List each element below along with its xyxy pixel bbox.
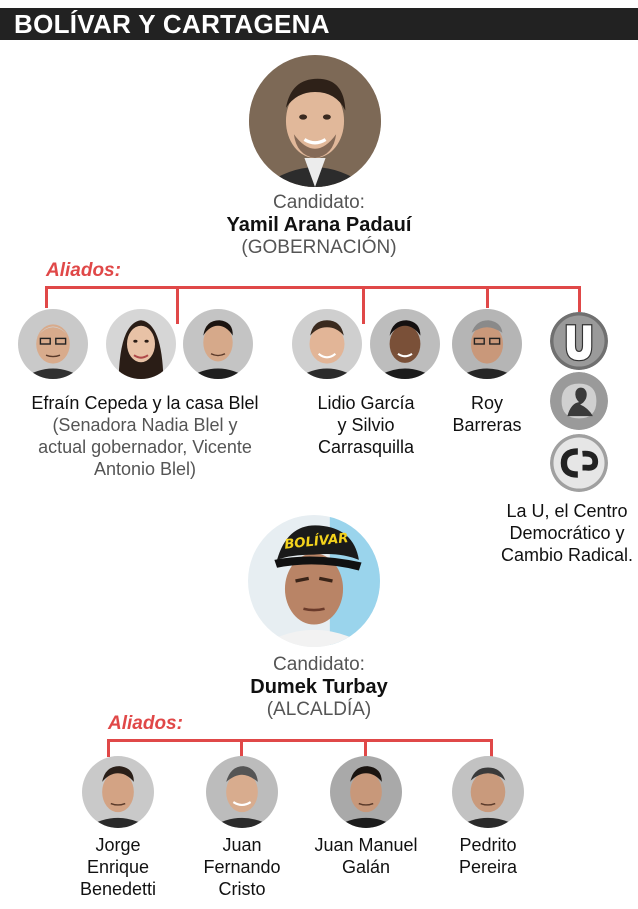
ally-caption-pedrito-pereira: Pedrito Pereira: [458, 835, 518, 877]
governor-connector-drop: [45, 286, 48, 308]
governor-candidate-office: (GOBERNACIÓN): [241, 237, 397, 258]
ally-photo-pedrito-pereira: [452, 756, 524, 828]
ally-photo-jorge-benedetti: [82, 756, 154, 828]
mayor-connector-drop: [107, 739, 110, 757]
ally-photo-lidio-garcia: [292, 309, 362, 379]
governor-connector-horizontal: [45, 286, 581, 289]
governor-allies-label: Aliados:: [46, 260, 121, 281]
ally-photo-roy-barreras: [452, 309, 522, 379]
mayor-connector-horizontal: [107, 739, 493, 742]
ally-caption-lidio-garcia: Lidio García y Silvio Carrasquilla: [317, 393, 415, 457]
section-title: BOLÍVAR Y CARTAGENA: [14, 9, 330, 39]
governor-connector-drop: [176, 286, 179, 324]
section-banner: BOLÍVAR Y CARTAGENA: [0, 8, 638, 40]
candidate-photo-yamil-arana: [249, 55, 381, 187]
ally-photo-nadia-blel: [106, 309, 176, 379]
mayor-connector-drop: [490, 739, 493, 757]
ally-caption-juan-fernando-cristo: Juan Fernando Cristo: [203, 835, 281, 899]
ally-caption-jorge-benedetti: Jorge Enrique Benedetti: [79, 835, 157, 899]
ally-caption-juan-manuel-galan: Juan Manuel Galán: [314, 835, 418, 877]
governor-connector-drop: [486, 286, 489, 308]
mayor-allies-label: Aliados:: [108, 713, 183, 734]
ally-photo-juan-fernando-cristo: [206, 756, 278, 828]
mayor-connector-drop: [364, 739, 367, 757]
cambio-radical-logo-icon: [550, 434, 608, 492]
mayor-connector-drop: [240, 739, 243, 757]
ally-caption-roy-barreras: Roy Barreras: [452, 393, 522, 435]
la-u-logo-icon: [550, 312, 608, 370]
governor-candidate-role: Candidato:: [273, 192, 365, 213]
mayor-candidate-role: Candidato:: [273, 654, 365, 675]
ally-photo-efrain-cepeda: [18, 309, 88, 379]
centro-democratico-logo-icon: [550, 372, 608, 430]
ally-caption-efrain-cepeda: Efraín Cepeda y la casa Blel (Senadora N…: [31, 393, 259, 479]
cap-text: BOLÍVAR: [283, 529, 349, 553]
candidate-photo-dumek-turbay: BOLÍVAR: [248, 515, 380, 647]
ally-photo-juan-manuel-galan: [330, 756, 402, 828]
governor-connector-drop: [578, 286, 581, 312]
ally-photo-vicente-blel: [183, 309, 253, 379]
governor-candidate-name: Yamil Arana Padauí: [226, 214, 412, 236]
mayor-candidate-office: (ALCALDÍA): [266, 699, 372, 720]
ally-photo-silvio-carrasquilla: [370, 309, 440, 379]
mayor-candidate-name: Dumek Turbay: [250, 676, 388, 698]
ally-caption-parties: La U, el Centro Democrático y Cambio Rad…: [500, 501, 634, 565]
governor-connector-drop: [362, 286, 365, 324]
